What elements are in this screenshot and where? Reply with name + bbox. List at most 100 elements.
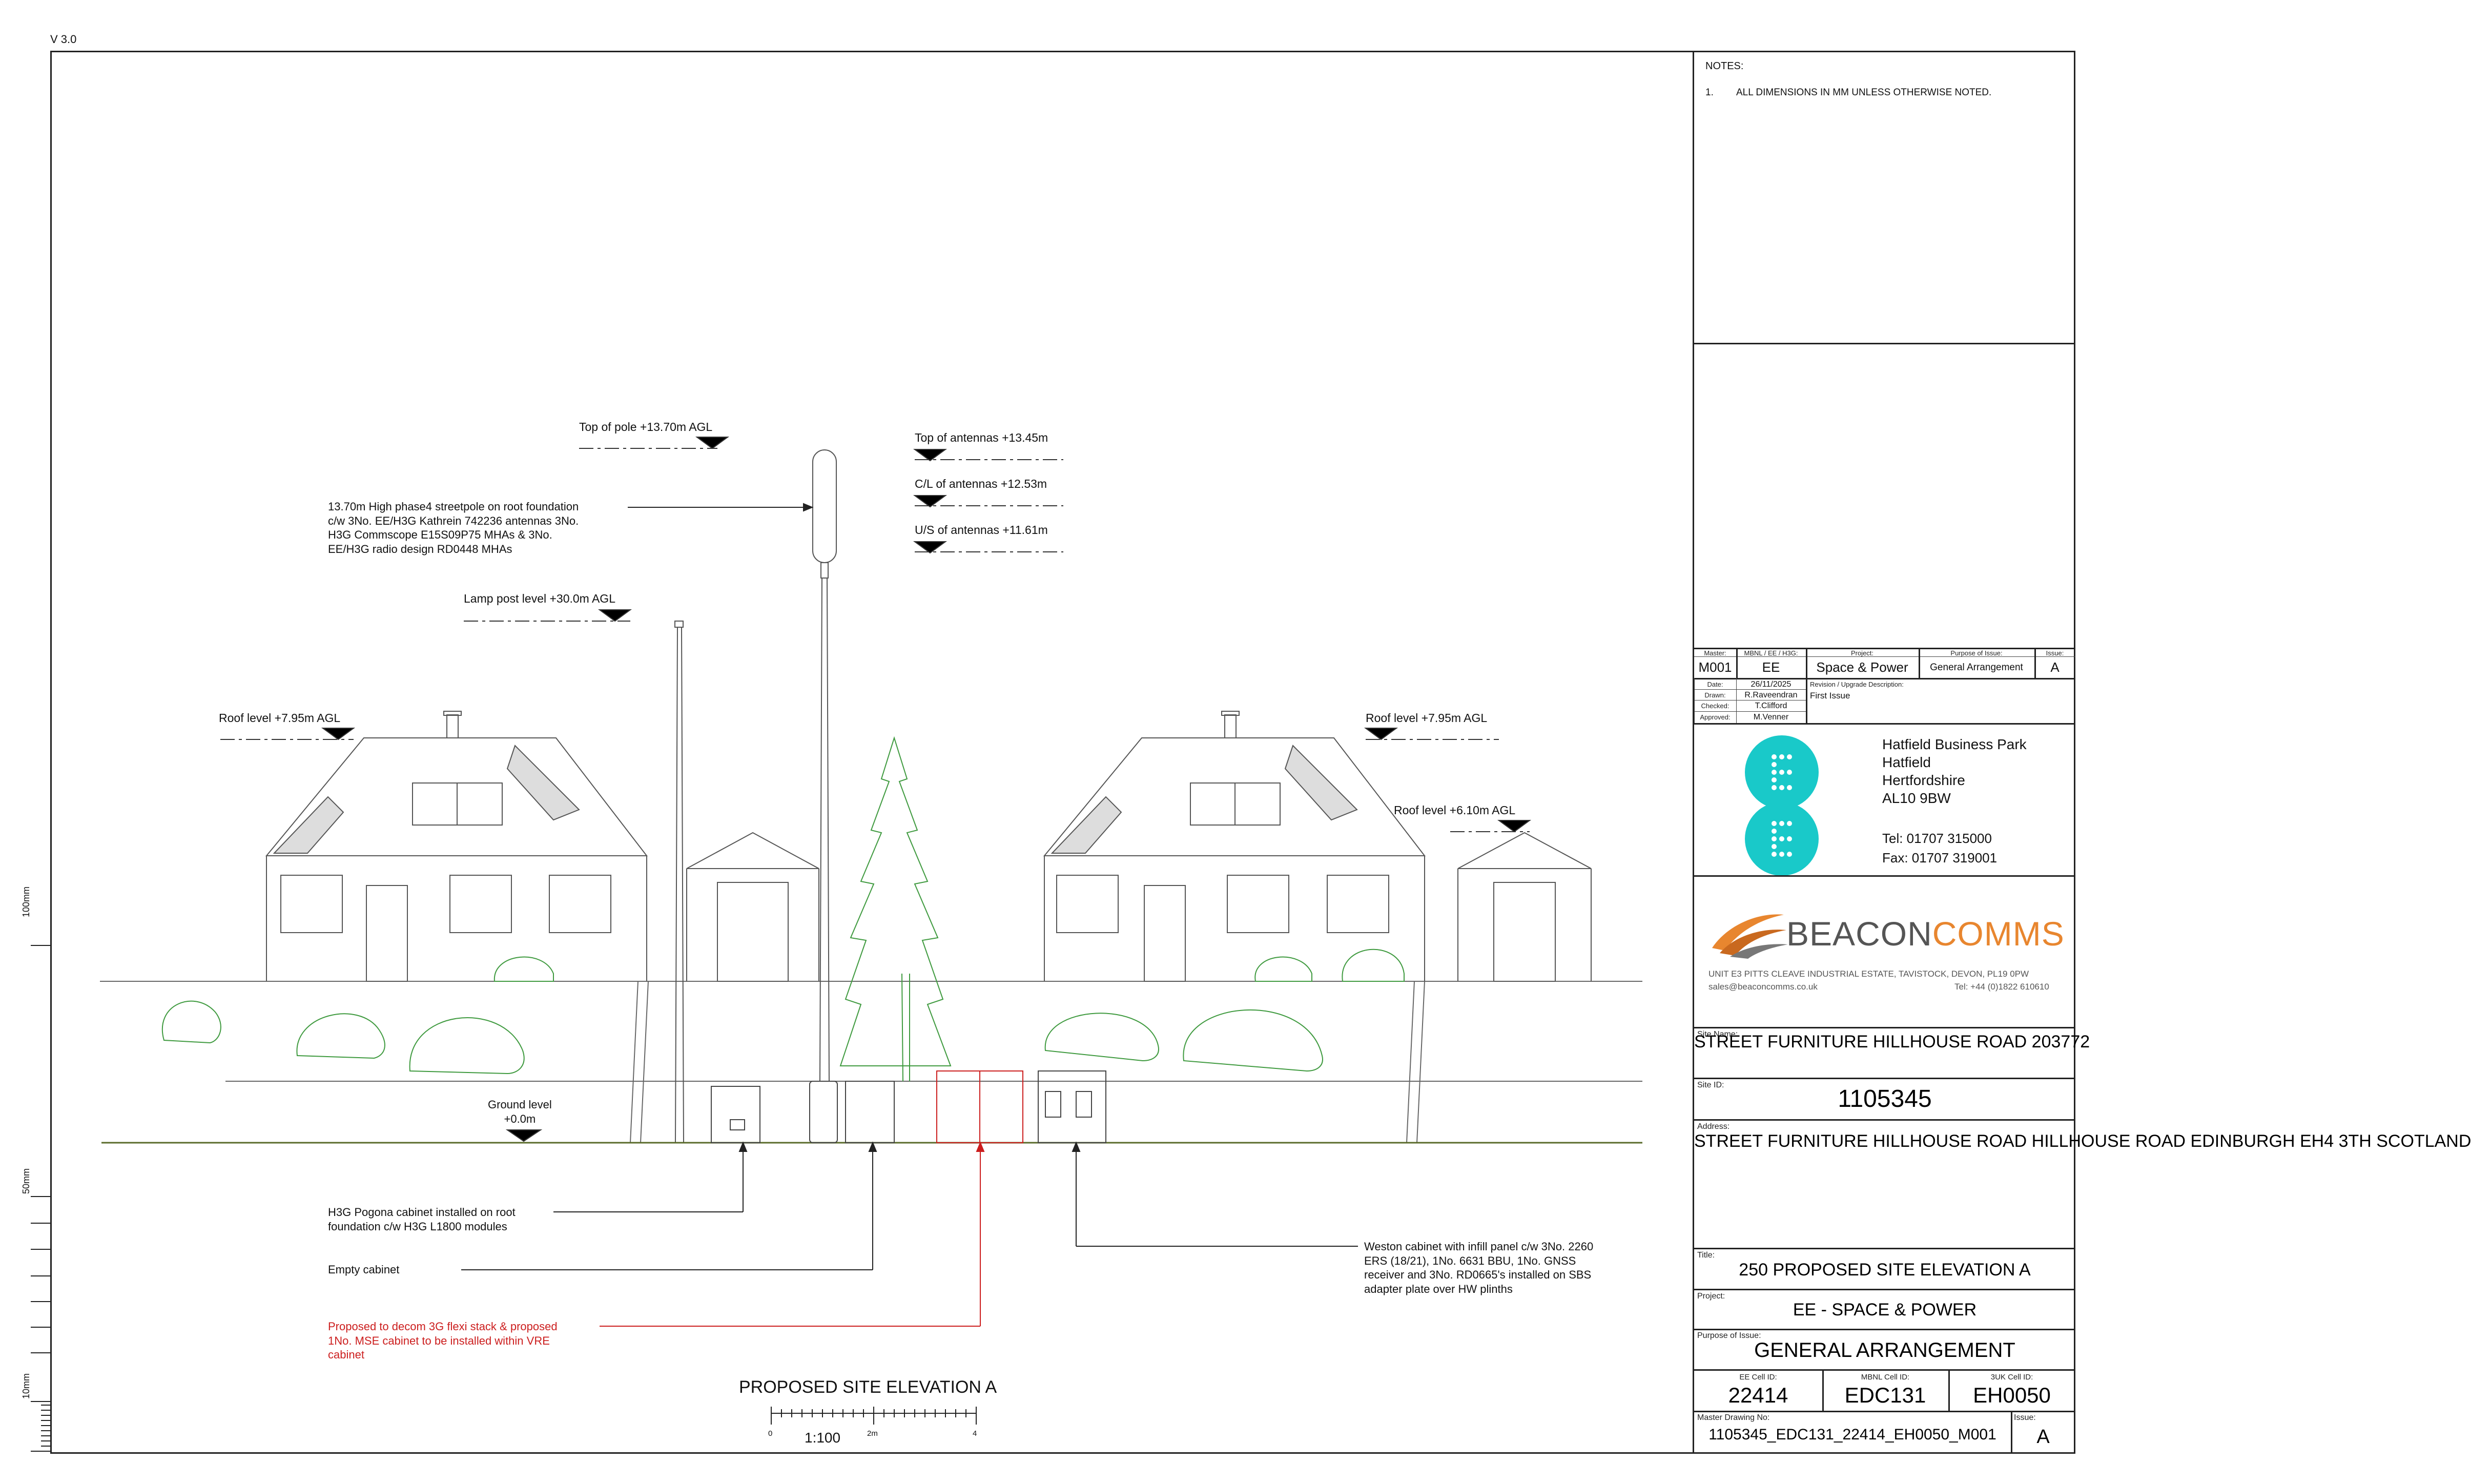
top-antennas-marker <box>913 449 948 462</box>
issue-value: A <box>2050 659 2060 675</box>
top-of-pole-marker <box>695 437 730 449</box>
master-drawing-label: Master Drawing No: <box>1697 1413 1770 1422</box>
us-antennas-label: U/S of antennas +11.61m <box>915 523 1048 537</box>
beaconcomms-tel: Tel: +44 (0)1822 610610 <box>1954 982 2049 992</box>
garage-left <box>686 832 819 982</box>
beaconcomms-address: UNIT E3 PITTS CLEAVE INDUSTRIAL ESTATE, … <box>1708 969 2029 979</box>
checked-label: Checked: <box>1701 702 1729 710</box>
master-value: M001 <box>1698 659 1732 675</box>
ee-cell-label: EE Cell ID: <box>1739 1373 1777 1382</box>
mbnl-value: EE <box>1762 659 1780 675</box>
site-name: STREET FURNITURE HILLHOUSE ROAD 203772 <box>1694 1032 2090 1052</box>
beacon-word: BEACON <box>1786 915 1932 953</box>
cl-antennas-marker <box>913 495 948 508</box>
roof-right-marker <box>1364 728 1398 740</box>
notes-heading: NOTES: <box>1705 60 1744 72</box>
note-number: 1. <box>1705 87 1714 98</box>
master-drawing-number: 1105345_EDC131_22414_EH0050_M001 <box>1708 1426 1996 1443</box>
site-id-label: Site ID: <box>1697 1081 1724 1089</box>
ruler-10mm-label: 10mm <box>21 1373 31 1399</box>
approved-label: Approved: <box>1700 713 1731 721</box>
ruler-50mm-label: 50mm <box>21 1168 31 1194</box>
drawing-border <box>50 51 2075 1454</box>
mbnl-cell-label: MBNL Cell ID: <box>1861 1373 1910 1382</box>
scale-tick-2m: 2m <box>867 1429 878 1438</box>
site-id: 1105345 <box>1838 1085 1932 1112</box>
ee-cell-id: 22414 <box>1728 1383 1788 1407</box>
streetpole <box>812 449 837 1082</box>
issue-label: Issue: <box>2046 649 2064 657</box>
purpose2-label: Purpose of Issue: <box>1697 1331 1761 1340</box>
house-right <box>1043 711 1426 982</box>
ee-tel: Tel: 01707 315000 <box>1882 831 1992 846</box>
scale-tick-0: 0 <box>768 1429 773 1438</box>
scale-tick-4: 4 <box>973 1429 977 1438</box>
us-antennas-marker <box>913 541 948 554</box>
drawn-value: R.Raveendran <box>1744 691 1798 699</box>
issue2-label: Issue: <box>2014 1413 2036 1422</box>
roof-left-marker <box>321 728 356 740</box>
ground-level-label: Ground level +0.0m <box>488 1098 552 1125</box>
lamp-post <box>674 621 684 1143</box>
elevation-drawing <box>31 437 1642 1452</box>
leader-lines <box>461 503 1358 1327</box>
lamp-post-marker <box>598 609 632 622</box>
title-label: Title: <box>1697 1251 1715 1260</box>
drawing-title: 250 PROPOSED SITE ELEVATION A <box>1739 1260 2031 1280</box>
level-markers <box>220 437 1532 1142</box>
project2-label: Project: <box>1697 1292 1725 1301</box>
top-antennas-label: Top of antennas +13.45m <box>915 431 1048 444</box>
ee-fax: Fax: 01707 319001 <box>1882 850 1998 865</box>
version-label: V 3.0 <box>50 33 77 46</box>
garage-right <box>1457 832 1592 982</box>
comms-word: COMMS <box>1932 915 2065 953</box>
beaconcomms-email: sales@beaconcomms.co.uk <box>1708 982 1818 992</box>
beaconcomms-wordmark: BEACONCOMMS <box>1786 917 2065 951</box>
mbnl-cell-id: EDC131 <box>1844 1383 1926 1407</box>
lamp-post-label: Lamp post level +30.0m AGL <box>464 592 615 605</box>
ruler-100mm-label: 100mm <box>21 886 31 917</box>
checked-value: T.Clifford <box>1755 702 1787 710</box>
purpose2-value: GENERAL ARRANGEMENT <box>1754 1339 2015 1362</box>
address-label: Address: <box>1697 1122 1730 1131</box>
ee-address: Hatfield Business Park Hatfield Hertford… <box>1882 736 2027 806</box>
site-address: STREET FURNITURE HILLHOUSE ROAD HILLHOUS… <box>1694 1131 2471 1151</box>
pole-description: 13.70m High phase4 streetpole on root fo… <box>328 500 579 556</box>
note-text: ALL DIMENSIONS IN MM UNLESS OTHERWISE NO… <box>1736 87 1992 98</box>
purpose-label: Purpose of Issue: <box>1950 649 2003 657</box>
pogona-cabinet-note: H3G Pogona cabinet installed on root fou… <box>328 1206 516 1233</box>
cl-antennas-label: C/L of antennas +12.53m <box>915 477 1047 490</box>
uk3-cell-id: EH0050 <box>1973 1383 2051 1407</box>
background-wall <box>100 981 1642 1143</box>
weston-cabinet-note: Weston cabinet with infill panel c/w 3No… <box>1364 1240 1594 1296</box>
uk3-cell-label: 3UK Cell ID: <box>1990 1373 2033 1382</box>
revision-label: Revision / Upgrade Description: <box>1810 681 1904 688</box>
roof-garage-label: Roof level +6.10m AGL <box>1394 803 1516 817</box>
mbnl-label: MBNL / EE / H3G: <box>1744 649 1798 657</box>
date-value: 26/11/2025 <box>1751 680 1792 689</box>
drawn-label: Drawn: <box>1704 691 1726 699</box>
ee-logo <box>1745 735 1819 876</box>
drawing-scale-bar <box>771 1407 977 1425</box>
issue2-value: A <box>2036 1426 2050 1448</box>
top-of-pole-label: Top of pole +13.70m AGL <box>579 420 713 434</box>
trees-shrubs <box>162 736 1405 1082</box>
roof-right-label: Roof level +7.95m AGL <box>1366 711 1488 725</box>
scale-rulers <box>31 945 50 1452</box>
drawing-scale: 1:100 <box>805 1430 841 1446</box>
project-label: Project: <box>1850 649 1874 657</box>
beaconcomms-swoosh-logo <box>1712 914 1788 959</box>
ground-level-marker <box>505 1129 543 1142</box>
empty-cabinet-note: Empty cabinet <box>328 1263 400 1276</box>
revision-value: First Issue <box>1810 691 1850 700</box>
drawing-sheet: { "version": "V 3.0", "notes": {"heading… <box>21 33 2471 1454</box>
proposed-cabinet-note: Proposed to decom 3G flexi stack & propo… <box>328 1320 558 1362</box>
roof-garage-marker <box>1497 820 1532 833</box>
approved-value: M.Venner <box>1753 713 1789 722</box>
site-name-label: Site Name: <box>1697 1030 1738 1039</box>
master-label: Master: <box>1704 649 1726 657</box>
date-label: Date: <box>1707 681 1723 688</box>
project-value: Space & Power <box>1816 659 1908 675</box>
roof-left-label: Roof level +7.95m AGL <box>219 711 341 725</box>
house-left <box>265 711 648 982</box>
